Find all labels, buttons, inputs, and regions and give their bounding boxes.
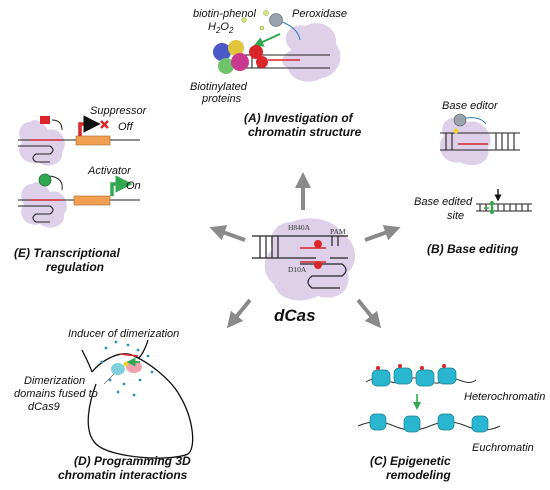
euchromatin-nucleosomes: [357, 413, 501, 433]
gene-box-off: [75, 135, 111, 146]
inducer-molecules: [100, 340, 154, 397]
domains-label-2: domains fused to: [14, 388, 98, 400]
d10a-mutation-dot: [314, 261, 322, 269]
panel-a-title-1: (A) Investigation of: [244, 111, 353, 125]
h840a-mutation-dot: [314, 240, 322, 248]
panel-e-title-1: (E) Transcriptional: [14, 246, 120, 260]
panel-c-title-2: remodeling: [386, 468, 451, 482]
peroxidase-enzyme: [269, 13, 283, 27]
off-label: Off: [118, 121, 133, 133]
radial-arrows: [209, 172, 401, 329]
gene-box-on: [73, 195, 111, 206]
base-editor-enzyme: [453, 113, 467, 127]
panel-d-illustration: [81, 339, 194, 459]
dcas-title: dCas: [274, 306, 316, 325]
peroxidase-label: Peroxidase: [292, 8, 348, 20]
arrow-to-c: [356, 298, 382, 329]
panel-a-title-2: chromatin structure: [248, 125, 362, 139]
suppressor-label: Suppressor: [90, 105, 147, 117]
suppressor-domain: [40, 116, 50, 124]
domains-label-1: Dimerization: [24, 375, 86, 387]
arrow-to-e: [209, 225, 246, 242]
panel-c-illustration: [357, 364, 501, 433]
panel-d-title-1: (D) Programming 3D: [74, 454, 191, 468]
activator-label: Activator: [88, 165, 131, 177]
heterochromatin-label: Heterochromatin: [464, 391, 546, 403]
base-editor-label: Base editor: [442, 100, 498, 112]
h840a-label: H840A: [288, 223, 311, 232]
inducer-label: Inducer of dimerization: [68, 328, 180, 340]
panel-b-title: (B) Base editing: [427, 242, 519, 256]
arrow-to-b: [364, 225, 401, 242]
pam-label: PAM: [330, 227, 346, 236]
activator-domain: [38, 173, 52, 187]
biotinylated-proteins-label-1: Biotinylated: [190, 81, 247, 93]
panel-a-illustration: [213, 10, 341, 82]
base-edited-label-2: site: [447, 210, 465, 222]
panel-e-title-2: regulation: [46, 260, 105, 274]
arrow-to-d: [226, 298, 252, 329]
panel-b-illustration: [439, 113, 532, 214]
panel-d-title-2: chromatin interactions: [58, 468, 188, 482]
on-arrow: [110, 175, 133, 196]
biotinylated-protein-cluster: [213, 40, 268, 74]
central-dna: [252, 235, 348, 289]
d10a-label: D10A: [288, 265, 307, 274]
dimerization-domain-left: [111, 363, 125, 375]
on-label: On: [126, 180, 141, 192]
panel-c-title-1: (C) Epigenetic: [370, 454, 451, 468]
euchromatin-label: Euchromatin: [472, 442, 534, 454]
off-arrow: [78, 115, 101, 136]
central-dcas-complex: [252, 218, 356, 301]
domains-label-3: dCas9: [28, 401, 60, 413]
panel-e-illustration: [18, 115, 140, 228]
base-edited-label-1: Base edited: [414, 196, 473, 208]
h2o2-label: H2O2: [208, 21, 234, 36]
biotin-phenol-label: biotin-phenol: [193, 8, 256, 20]
biotinylated-proteins-label-2: proteins: [202, 93, 242, 105]
heterochromatin-nucleosomes: [365, 364, 477, 387]
